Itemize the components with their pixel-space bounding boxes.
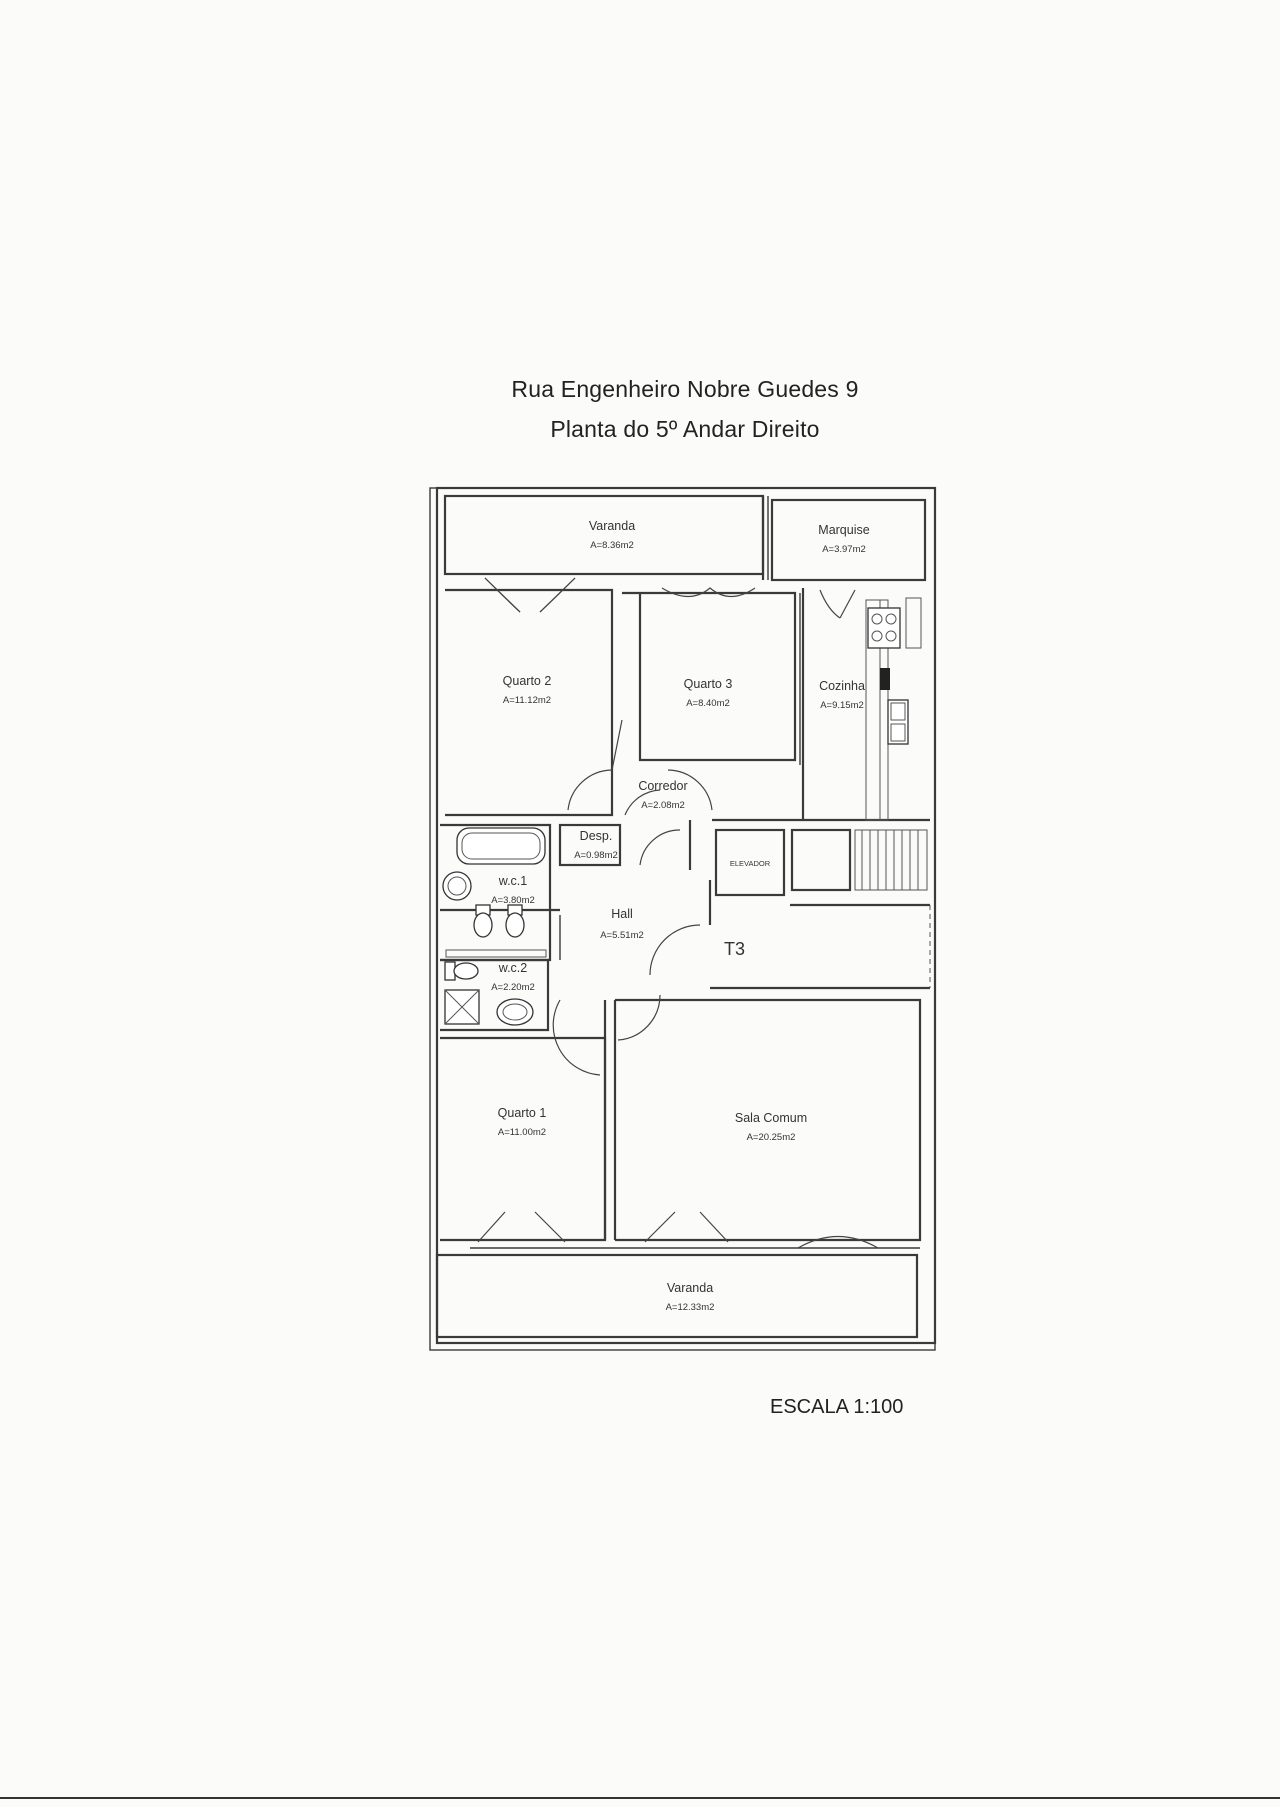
- top-balconies: [443, 494, 927, 582]
- svg-text:A=0.98m2: A=0.98m2: [574, 850, 618, 861]
- svg-text:w.c.1: w.c.1: [498, 874, 528, 888]
- room-label-marquise: Marquise A=3.97m2: [818, 523, 869, 555]
- room-label-hall: Hall A=5.51m2: [600, 907, 644, 941]
- page-bottom-rule: [0, 1797, 1280, 1799]
- svg-text:Quarto 2: Quarto 2: [503, 674, 552, 688]
- room-label-varanda-top: Varanda A=8.36m2: [589, 519, 635, 551]
- room-label-wc2: w.c.2 A=2.20m2: [491, 961, 535, 993]
- plan-title-floor: Planta do 5º Andar Direito: [550, 416, 820, 442]
- room-label-corredor: Corredor A=2.08m2: [638, 779, 687, 811]
- scale-label: ESCALA 1:100: [770, 1396, 904, 1418]
- room-label-wc1: w.c.1 A=3.80m2: [491, 874, 535, 906]
- svg-text:Cozinha: Cozinha: [819, 679, 865, 693]
- room-label-sala-comum: Sala Comum A=20.25m2: [735, 1111, 807, 1143]
- elevator-label: ELEVADOR: [730, 859, 771, 868]
- svg-text:A=2.20m2: A=2.20m2: [491, 982, 535, 993]
- svg-text:Sala Comum: Sala Comum: [735, 1111, 807, 1125]
- doors: [477, 577, 879, 1249]
- svg-text:Varanda: Varanda: [589, 519, 635, 533]
- svg-text:w.c.2: w.c.2: [498, 961, 528, 975]
- room-label-quarto-1: Quarto 1 A=11.00m2: [498, 1106, 547, 1138]
- svg-text:A=9.15m2: A=9.15m2: [820, 700, 864, 711]
- svg-text:Hall: Hall: [611, 907, 633, 921]
- room-label-cozinha: Cozinha A=9.15m2: [819, 679, 865, 711]
- svg-text:A=3.80m2: A=3.80m2: [491, 895, 535, 906]
- svg-text:A=2.08m2: A=2.08m2: [641, 800, 685, 811]
- svg-text:A=5.51m2: A=5.51m2: [600, 930, 644, 941]
- svg-text:Quarto 3: Quarto 3: [684, 677, 733, 691]
- svg-text:A=11.00m2: A=11.00m2: [498, 1127, 546, 1138]
- svg-text:A=8.36m2: A=8.36m2: [590, 540, 634, 551]
- svg-text:Desp.: Desp.: [580, 829, 613, 843]
- svg-text:Marquise: Marquise: [818, 523, 869, 537]
- room-label-desp: Desp. A=0.98m2: [574, 829, 618, 861]
- room-label-quarto-3: Quarto 3 A=8.40m2: [684, 677, 733, 709]
- svg-text:Corredor: Corredor: [638, 779, 687, 793]
- interior-walls: [435, 588, 931, 1339]
- room-label-varanda-bottom: Varanda A=12.33m2: [666, 1281, 715, 1313]
- outer-walls: [429, 486, 937, 1351]
- svg-text:A=20.25m2: A=20.25m2: [747, 1132, 796, 1143]
- svg-text:A=11.12m2: A=11.12m2: [503, 695, 551, 706]
- room-label-quarto-2: Quarto 2 A=11.12m2: [503, 674, 552, 706]
- svg-text:A=12.33m2: A=12.33m2: [666, 1302, 715, 1313]
- type-label: T3: [724, 939, 745, 959]
- kitchen-fixtures: [867, 607, 909, 745]
- svg-text:A=8.40m2: A=8.40m2: [686, 698, 730, 709]
- svg-text:A=3.97m2: A=3.97m2: [822, 544, 866, 555]
- svg-text:Quarto 1: Quarto 1: [498, 1106, 547, 1120]
- svg-text:Varanda: Varanda: [667, 1281, 713, 1295]
- plan-title-address: Rua Engenheiro Nobre Guedes 9: [511, 376, 859, 402]
- bathroom-fixtures: [442, 827, 546, 1026]
